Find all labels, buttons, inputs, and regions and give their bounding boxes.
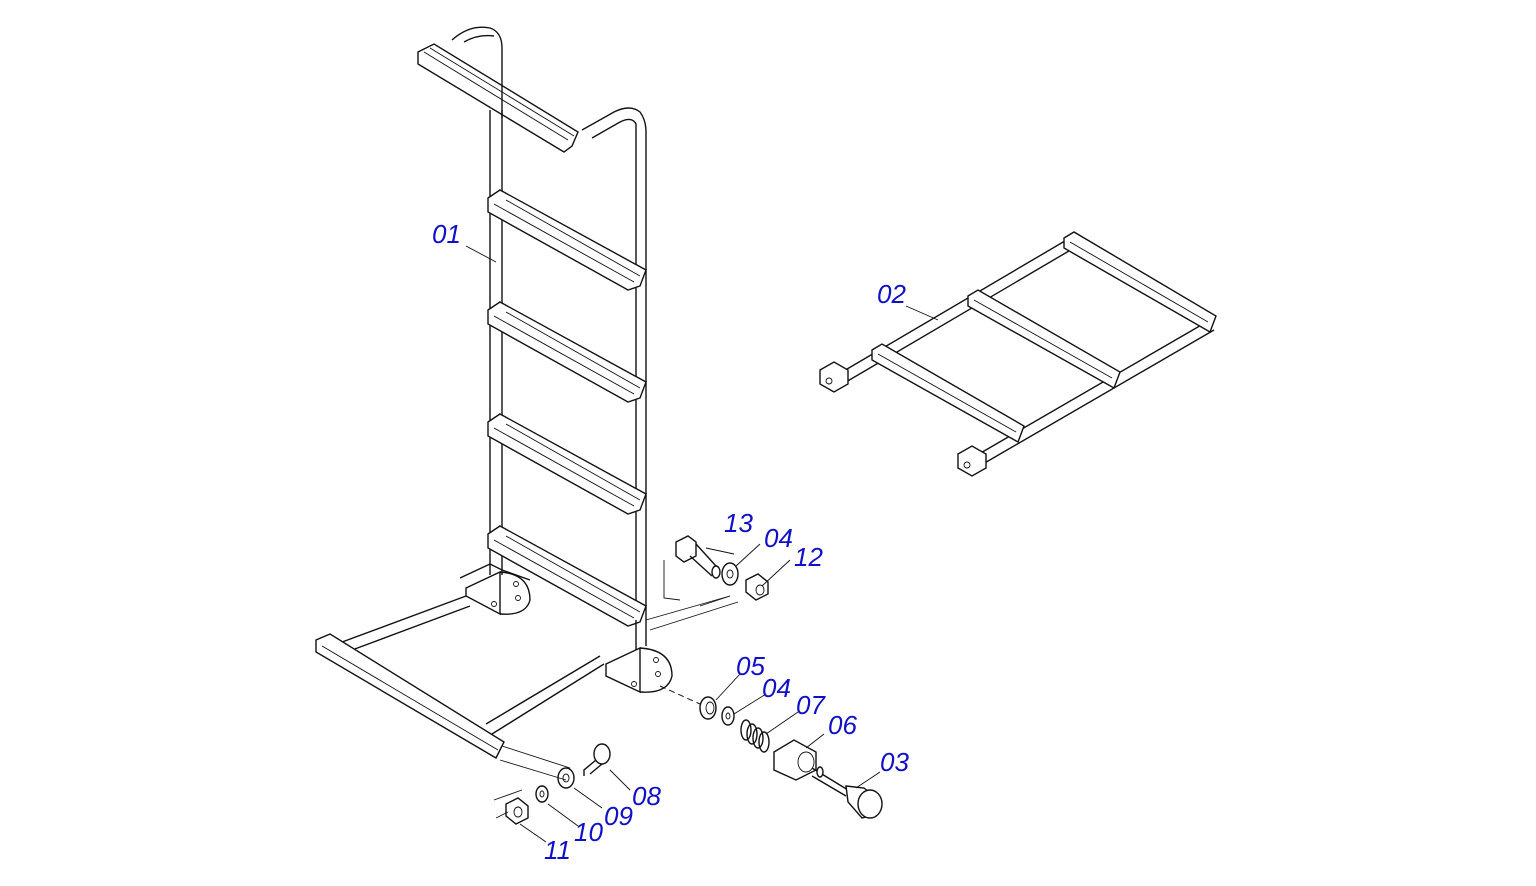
step-assembly <box>819 231 1217 477</box>
label-04-top: 04 <box>764 523 793 553</box>
bolt-08 <box>583 743 611 776</box>
ladder-assembly <box>315 26 673 759</box>
bolt-13 <box>675 535 721 579</box>
label-06: 06 <box>828 710 857 740</box>
label-07: 07 <box>796 690 826 720</box>
label-05: 05 <box>736 651 765 681</box>
retaining-ring-05 <box>699 696 717 720</box>
ladder-rung <box>487 413 647 515</box>
label-12: 12 <box>794 542 823 572</box>
label-10: 10 <box>574 817 603 847</box>
washer-04-bottom <box>721 706 735 726</box>
label-11: 11 <box>544 835 571 865</box>
sleeve-06 <box>773 739 817 781</box>
ladder-rung <box>487 189 647 291</box>
spring-07 <box>740 719 770 753</box>
pin-03 <box>811 766 883 819</box>
label-13: 13 <box>724 508 753 538</box>
ladder-rung <box>487 525 647 627</box>
nut-12 <box>745 573 769 601</box>
label-01: 01 <box>432 219 461 249</box>
label-04-bottom: 04 <box>762 673 791 703</box>
ladder-rung <box>487 301 647 403</box>
label-09: 09 <box>604 801 633 831</box>
nut-11 <box>505 797 529 825</box>
washer-04-top <box>721 562 739 586</box>
label-08: 08 <box>632 781 661 811</box>
label-02: 02 <box>877 279 906 309</box>
lock-washer-10 <box>535 785 549 803</box>
label-03: 03 <box>880 747 909 777</box>
